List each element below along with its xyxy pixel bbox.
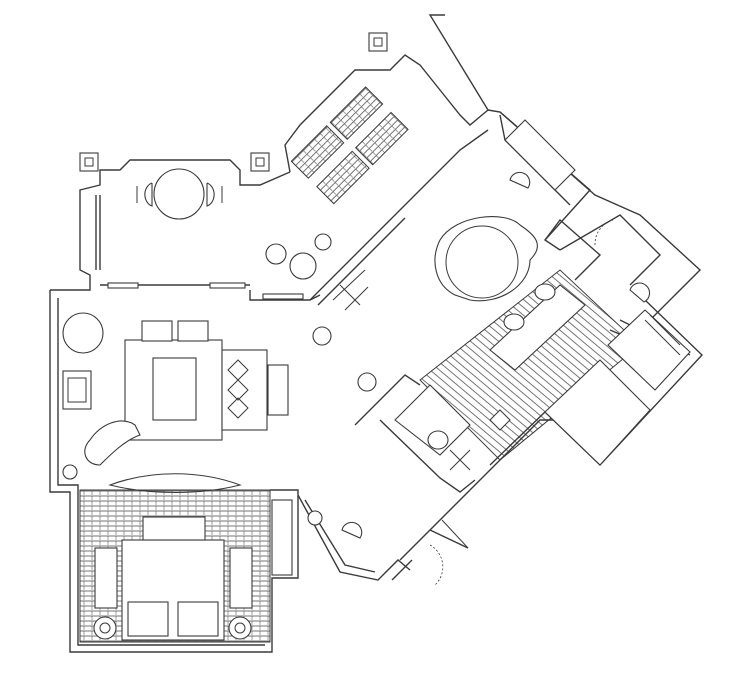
- sink: [534, 283, 556, 301]
- armchair: [127, 601, 169, 637]
- sun-lounger: [355, 111, 409, 166]
- columns: [79, 32, 388, 172]
- window: [209, 282, 246, 289]
- desk: [62, 370, 92, 410]
- side-table: [312, 326, 332, 346]
- bathtub: [607, 309, 691, 391]
- window: [262, 293, 304, 300]
- sun-lounger: [316, 150, 370, 205]
- side-table: [289, 252, 317, 280]
- door-swing: [429, 544, 444, 586]
- round-table: [62, 312, 104, 354]
- side-cabinet: [267, 364, 289, 416]
- shower: [544, 359, 651, 466]
- dining-set: [136, 168, 223, 220]
- counter: [504, 119, 576, 191]
- window: [107, 282, 139, 289]
- armchair: [177, 601, 219, 637]
- door-swing: [594, 219, 614, 246]
- column-core: [84, 157, 94, 167]
- column-core: [373, 37, 383, 47]
- bedroom: [79, 489, 363, 643]
- living-room: [62, 312, 289, 494]
- rack: [332, 269, 369, 311]
- nightstand: [229, 547, 253, 609]
- armchair: [141, 320, 173, 342]
- column-core: [255, 157, 265, 167]
- sink: [503, 313, 525, 331]
- floor-lamp: [62, 464, 78, 480]
- bidet: [489, 409, 511, 431]
- closet-x: [449, 449, 471, 471]
- floor-lamp: [307, 510, 323, 526]
- side-table: [357, 372, 377, 392]
- wardrobe: [271, 499, 293, 576]
- door: [441, 519, 469, 549]
- nightstand: [94, 547, 118, 609]
- coffee-table: [152, 357, 197, 421]
- side-table: [265, 243, 287, 265]
- sun-lounger: [329, 86, 384, 140]
- armchair: [177, 320, 209, 342]
- vanity: [489, 284, 586, 371]
- lamp: [228, 616, 252, 640]
- bench: [142, 516, 206, 541]
- doors: [429, 219, 614, 586]
- toilet-room: [394, 384, 471, 456]
- column: [368, 32, 388, 52]
- chair: [509, 171, 531, 189]
- plant: [314, 233, 332, 251]
- chair: [629, 282, 651, 303]
- side-tables: [265, 233, 377, 392]
- dining-table: [153, 168, 205, 220]
- sun-lounger: [290, 125, 345, 179]
- chair: [341, 521, 363, 539]
- column: [79, 152, 99, 172]
- lounge-chair: [84, 420, 141, 466]
- chair: [144, 182, 153, 207]
- toilet: [427, 430, 449, 450]
- lamp: [93, 616, 117, 640]
- round-tub: [434, 216, 538, 302]
- lounge-chairs: [290, 86, 409, 205]
- bathroom: [394, 119, 691, 471]
- sofa: [221, 349, 268, 431]
- chair: [206, 182, 215, 207]
- column: [250, 152, 270, 172]
